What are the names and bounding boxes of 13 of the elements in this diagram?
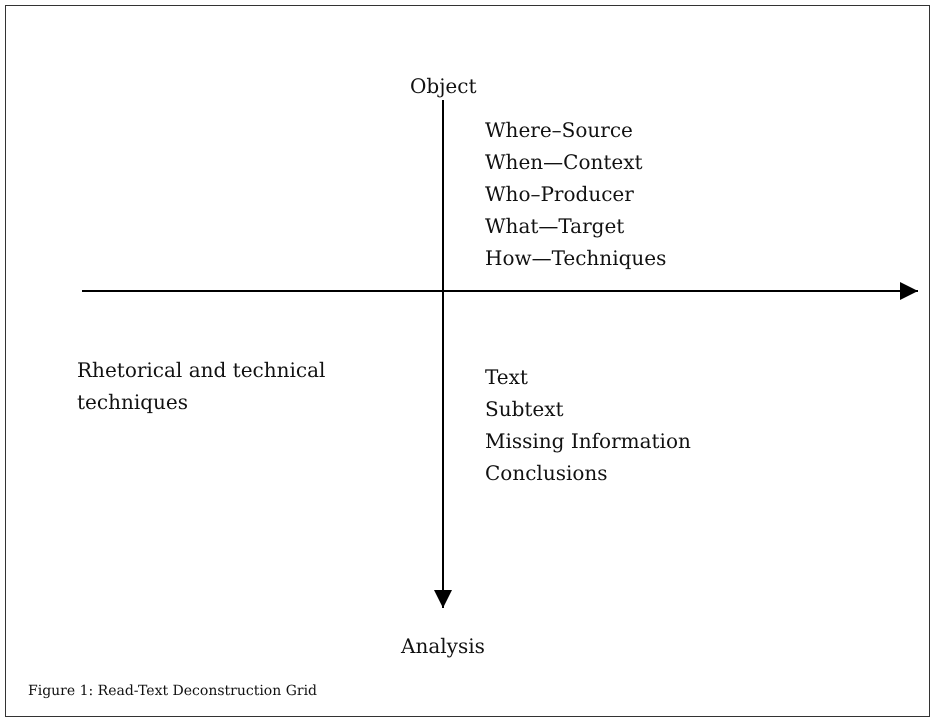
- quadrant-label: Rhetorical and technical techniques: [77, 357, 326, 416]
- analysis-item: Missing Information: [485, 428, 691, 455]
- figure-caption: Figure 1: Read-Text Deconstruction Grid: [28, 682, 318, 701]
- analysis-item: Conclusions: [485, 460, 608, 487]
- axis-label: Analysis: [401, 633, 485, 660]
- question-item: What—Target: [485, 213, 624, 240]
- question-item: Where–Source: [485, 117, 633, 144]
- axis-label: Object: [410, 73, 476, 100]
- question-item: When—Context: [485, 149, 643, 176]
- question-item: How—Techniques: [485, 245, 666, 272]
- analysis-item: Text: [485, 364, 528, 391]
- analysis-item: Subtext: [485, 396, 564, 423]
- question-item: Who–Producer: [485, 181, 634, 208]
